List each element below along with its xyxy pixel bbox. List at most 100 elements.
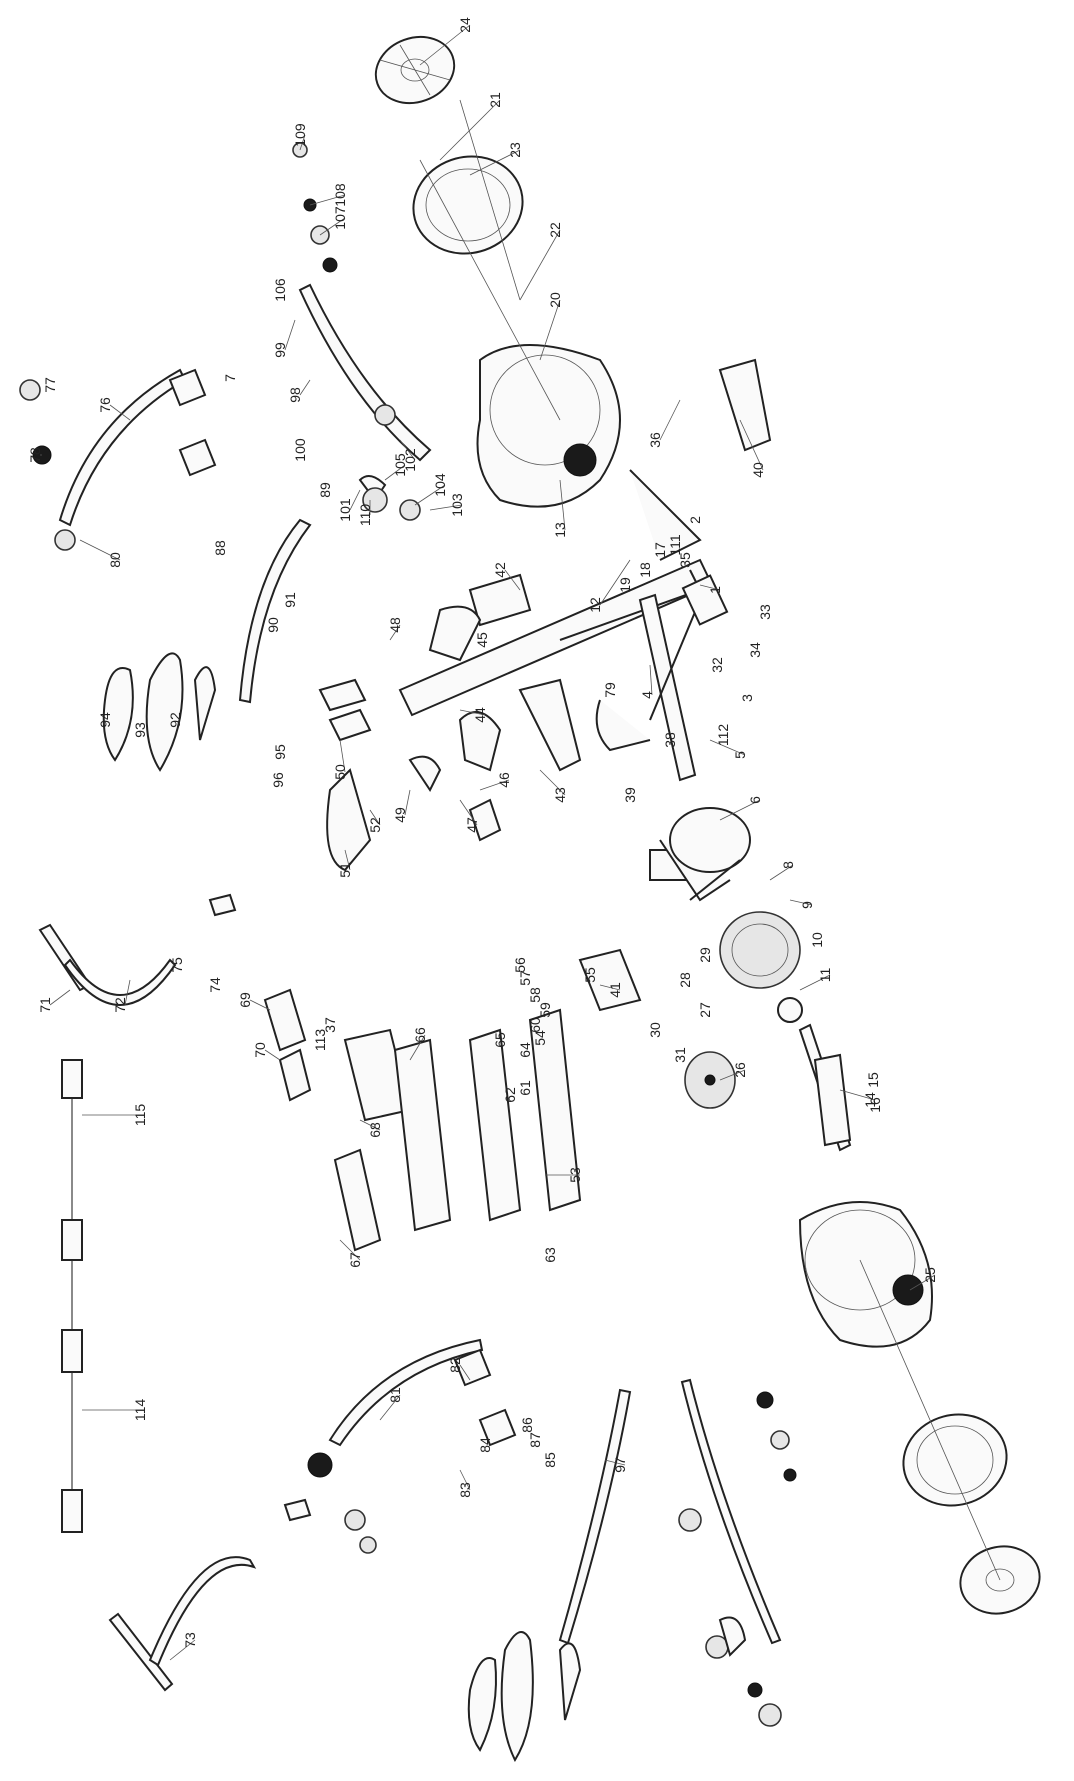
- part-label-20: 20: [547, 292, 563, 308]
- leader-line: [539, 299, 561, 361]
- part-label-44: 44: [472, 707, 488, 723]
- leader-line: [429, 504, 463, 511]
- part-label-29: 29: [697, 947, 713, 963]
- leader-line: [459, 1469, 471, 1491]
- part-label-42: 42: [492, 562, 508, 578]
- part-label-1: 1: [707, 586, 723, 594]
- console-rear: [318, 358, 772, 872]
- leader-line: [284, 319, 296, 351]
- part-label-33: 33: [757, 604, 773, 620]
- leader-line: [719, 799, 761, 821]
- part-label-58: 58: [527, 987, 543, 1003]
- part-label-54: 54: [532, 1030, 548, 1046]
- part-label-84: 84: [477, 1437, 493, 1453]
- part-label-92: 92: [167, 712, 183, 728]
- part-label-104: 104: [432, 473, 448, 497]
- leader-line: [369, 809, 381, 826]
- leader-line: [344, 849, 351, 871]
- part-label-15: 15: [865, 1072, 881, 1088]
- leader-line: [539, 769, 566, 796]
- leader-line: [339, 1239, 361, 1261]
- part-label-77: 77: [42, 377, 58, 393]
- part-label-115: 115: [132, 1104, 148, 1127]
- part-label-10: 10: [809, 932, 825, 948]
- part-label-7: 7: [222, 374, 238, 382]
- leader-line: [649, 664, 653, 696]
- leader-line: [599, 559, 631, 606]
- part-label-79: 79: [602, 682, 618, 698]
- leader-line: [469, 149, 521, 176]
- leader-line: [909, 1274, 936, 1291]
- leader-line: [659, 399, 681, 441]
- part-label-105: 105: [392, 453, 408, 477]
- part-label-49: 49: [392, 807, 408, 823]
- leader-line: [124, 979, 131, 1006]
- part-label-52: 52: [367, 817, 383, 833]
- part-label-65: 65: [492, 1032, 508, 1048]
- part-number-labels: 1234567891011121314151617181920212223242…: [27, 17, 938, 1648]
- leader-line: [389, 624, 401, 641]
- leader-lines: [40, 24, 936, 1661]
- part-label-70: 70: [252, 1042, 268, 1058]
- part-label-113: 113: [312, 1029, 328, 1052]
- part-label-3: 3: [739, 694, 755, 702]
- part-label-66: 66: [412, 1027, 428, 1043]
- part-label-21: 21: [487, 92, 503, 108]
- cables: [61, 1059, 83, 1533]
- part-label-110: 110: [357, 504, 373, 527]
- part-label-102: 102: [402, 448, 418, 472]
- part-label-32: 32: [709, 657, 725, 673]
- part-label-82: 82: [447, 1357, 463, 1373]
- leader-line: [459, 799, 478, 826]
- part-label-30: 30: [647, 1022, 663, 1038]
- part-label-86: 86: [519, 1417, 535, 1433]
- leader-line: [359, 1119, 381, 1131]
- leader-line: [439, 99, 501, 161]
- part-label-89: 89: [317, 482, 333, 498]
- leader-line: [109, 404, 131, 421]
- leader-line: [739, 419, 764, 471]
- part-label-99: 99: [272, 342, 288, 358]
- part-label-108: 108: [332, 183, 348, 207]
- leader-line: [264, 1049, 281, 1061]
- leader-line: [414, 484, 446, 506]
- part-label-16: 16: [867, 1097, 883, 1113]
- part-label-69: 69: [237, 992, 253, 1008]
- leader-line: [299, 379, 311, 396]
- part-label-31: 31: [672, 1047, 688, 1063]
- part-label-114: 114: [132, 1399, 148, 1422]
- part-label-75: 75: [169, 957, 185, 973]
- part-label-47: 47: [464, 817, 480, 833]
- part-label-72: 72: [112, 997, 128, 1013]
- part-label-22: 22: [547, 222, 563, 238]
- leader-line: [309, 194, 346, 206]
- part-label-90: 90: [265, 617, 281, 633]
- part-label-60: 60: [527, 1017, 543, 1033]
- part-label-55: 55: [582, 967, 598, 983]
- part-label-100: 100: [292, 438, 308, 462]
- drive-assembly: [669, 807, 852, 1152]
- leader-line: [299, 134, 306, 151]
- part-label-25: 25: [922, 1267, 938, 1283]
- part-label-81: 81: [387, 1387, 403, 1403]
- part-label-74: 74: [207, 977, 223, 993]
- flywheel-cover-top: [374, 35, 621, 508]
- part-label-56: 56: [512, 957, 528, 973]
- leader-line: [839, 1089, 876, 1101]
- leader-line: [599, 984, 621, 991]
- part-label-28: 28: [677, 972, 693, 988]
- part-label-111: 111: [667, 534, 683, 555]
- part-label-13: 13: [552, 522, 568, 538]
- part-label-50: 50: [332, 764, 348, 780]
- leader-line: [699, 584, 721, 591]
- leader-line: [799, 974, 831, 991]
- part-label-64: 64: [517, 1042, 533, 1058]
- part-label-91: 91: [282, 592, 298, 608]
- part-label-67: 67: [347, 1252, 363, 1268]
- leader-line: [459, 1364, 471, 1381]
- part-label-94: 94: [97, 712, 113, 728]
- stabilizer-bottom-left: [108, 1498, 312, 1692]
- leader-line: [339, 739, 346, 773]
- leader-line: [79, 539, 121, 561]
